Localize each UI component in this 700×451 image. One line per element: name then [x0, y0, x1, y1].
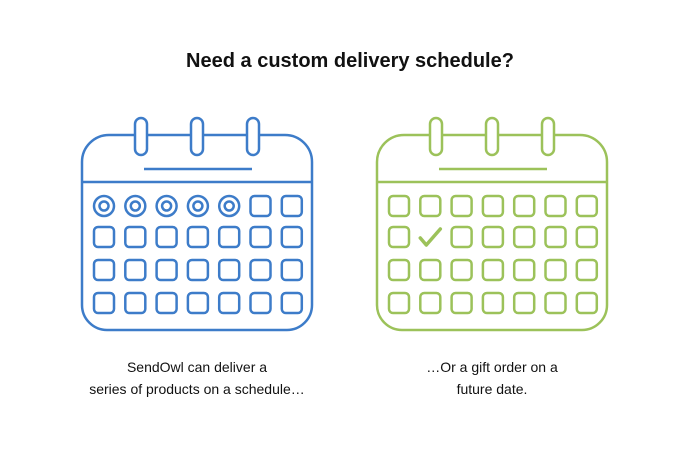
- day-cell: [387, 291, 411, 315]
- left-caption-line1: SendOwl can deliver a: [126, 359, 268, 375]
- day-cell: [450, 291, 473, 315]
- calendar-body: [375, 133, 609, 332]
- day-cell: [280, 194, 304, 218]
- day-cell: [92, 258, 116, 282]
- day-cell: [92, 291, 116, 315]
- day-cell: [575, 258, 599, 282]
- day-cell: [419, 258, 442, 282]
- day-cell: [512, 291, 536, 315]
- day-cell: [544, 258, 567, 282]
- day-cell: [481, 225, 505, 249]
- day-cell: [92, 225, 116, 249]
- day-cell: [249, 291, 272, 315]
- scheduled-delivery-dot: [98, 200, 110, 212]
- day-cell: [575, 291, 599, 315]
- day-cell: [450, 225, 473, 249]
- day-cell: [387, 194, 411, 218]
- day-cell: [512, 194, 536, 218]
- day-cell: [280, 225, 304, 249]
- calendar-ring: [189, 116, 205, 157]
- day-cell: [544, 291, 567, 315]
- calendar-ring: [428, 116, 444, 157]
- day-cell: [512, 225, 536, 249]
- right-caption-line2: future date.: [456, 381, 528, 397]
- day-cell: [217, 291, 241, 315]
- calendar-ring: [133, 116, 149, 157]
- scheduled-delivery-circle: [186, 194, 210, 218]
- calendar-recurring-icon: [80, 116, 314, 332]
- day-cell: [481, 194, 505, 218]
- day-cell: [249, 194, 272, 218]
- left-caption: SendOwl can deliver a series of products…: [47, 356, 347, 400]
- left-caption-line2: series of products on a schedule…: [89, 381, 305, 397]
- calendar-ring: [484, 116, 500, 157]
- scheduled-delivery-circle: [124, 194, 147, 218]
- day-cell: [155, 258, 178, 282]
- day-cell: [186, 225, 210, 249]
- day-cell: [186, 291, 210, 315]
- scheduled-delivery-circle: [217, 194, 241, 218]
- page-title: Need a custom delivery schedule?: [186, 50, 514, 72]
- day-cell: [387, 225, 411, 249]
- right-caption-line1: …Or a gift order on a: [426, 359, 558, 375]
- day-cell: [544, 194, 567, 218]
- day-cell: [217, 258, 241, 282]
- day-cell: [387, 258, 411, 282]
- calendar-ring: [540, 116, 556, 157]
- day-cell: [249, 258, 272, 282]
- calendar-checkmark-icon: [375, 116, 609, 332]
- day-cell: [249, 225, 272, 249]
- day-cell: [481, 291, 505, 315]
- day-cell: [419, 291, 442, 315]
- scheduled-delivery-dot: [160, 200, 173, 212]
- day-cell: [124, 258, 147, 282]
- day-cell: [124, 225, 147, 249]
- day-cell: [575, 194, 599, 218]
- day-cell: [124, 291, 147, 315]
- day-cell: [450, 194, 473, 218]
- calendar-body: [80, 133, 314, 332]
- scheduled-delivery-dot: [223, 200, 235, 212]
- checkmark-icon: [418, 227, 443, 247]
- day-cell: [575, 225, 599, 249]
- right-caption: …Or a gift order on a future date.: [342, 356, 642, 400]
- scheduled-delivery-circle: [92, 194, 116, 218]
- day-cell: [450, 258, 473, 282]
- scheduled-delivery-dot: [192, 200, 204, 212]
- day-cell: [217, 225, 241, 249]
- day-cell: [512, 258, 536, 282]
- day-cell: [544, 225, 567, 249]
- day-cell: [186, 258, 210, 282]
- day-cell: [280, 258, 304, 282]
- day-cell: [280, 291, 304, 315]
- day-cell: [155, 225, 178, 249]
- day-cell: [481, 258, 505, 282]
- day-cell: [155, 291, 178, 315]
- scheduled-delivery-dot: [129, 200, 142, 212]
- calendar-ring: [245, 116, 261, 157]
- scheduled-delivery-circle: [155, 194, 178, 218]
- day-cell: [419, 194, 442, 218]
